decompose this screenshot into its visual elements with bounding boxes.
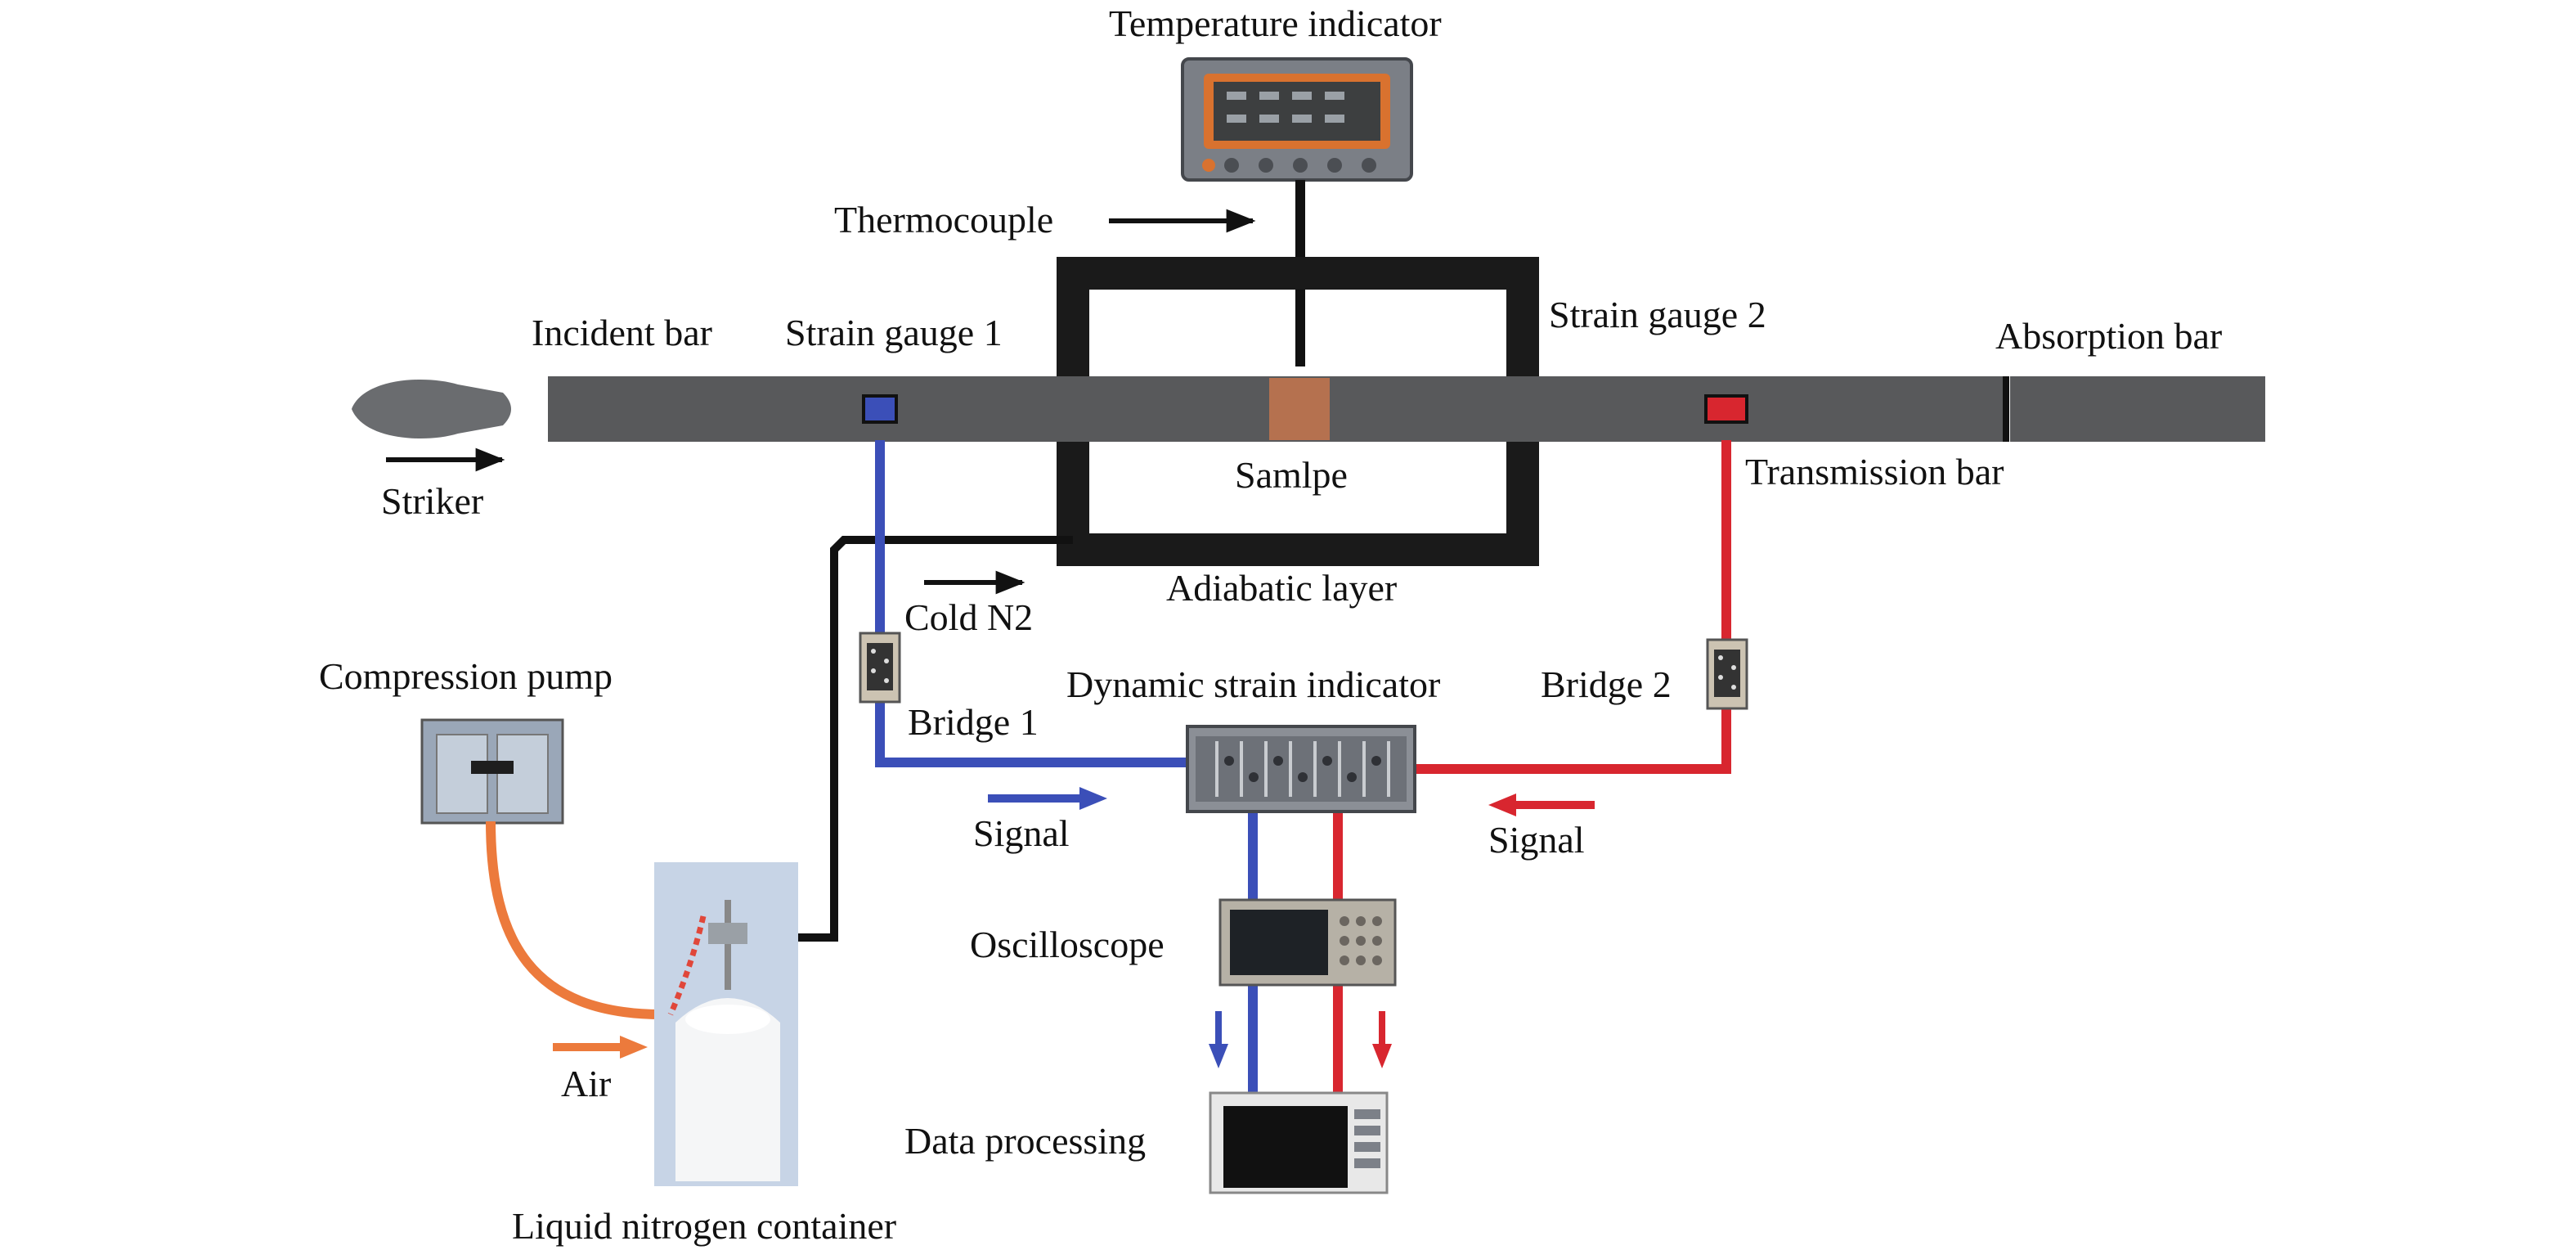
signal-left-arrow <box>988 787 1107 810</box>
bridge-2-device <box>1706 638 1748 710</box>
label-data-processing: Data processing <box>904 1120 1146 1162</box>
label-adiabatic-layer: Adiabatic layer <box>1166 567 1397 609</box>
label-transmission-bar: Transmission bar <box>1745 451 2004 492</box>
label-bridge-2: Bridge 2 <box>1541 663 1672 705</box>
label-liquid-nitrogen-container: Liquid nitrogen container <box>512 1205 896 1247</box>
label-cold-n2: Cold N2 <box>904 596 1033 638</box>
label-dynamic-strain-indicator: Dynamic strain indicator <box>1066 663 1440 705</box>
absorption-bar <box>2010 376 2265 442</box>
red-down-arrow <box>1372 1011 1392 1068</box>
liquid-nitrogen-container-device <box>654 862 798 1186</box>
blue-down-arrow <box>1209 1011 1228 1068</box>
diagram-labels: Temperature indicator Thermocouple Incid… <box>319 2 2222 1247</box>
air-hose <box>486 821 663 1019</box>
air-arrow <box>553 1036 648 1059</box>
flow-arrows <box>386 209 1595 1068</box>
label-striker: Striker <box>381 480 483 522</box>
oscilloscope-device <box>1218 898 1397 987</box>
dynamic-strain-indicator-device <box>1186 725 1416 813</box>
label-air: Air <box>561 1063 611 1104</box>
compression-pump-device <box>420 718 564 825</box>
label-strain-gauge-1: Strain gauge 1 <box>785 312 1003 353</box>
bridge-1-device <box>859 632 901 704</box>
label-strain-gauge-2: Strain gauge 2 <box>1549 294 1766 335</box>
label-oscilloscope: Oscilloscope <box>970 924 1165 965</box>
label-absorption-bar: Absorption bar <box>1995 315 2222 357</box>
data-processing-screen <box>1209 1091 1389 1194</box>
temperature-indicator-device <box>1181 57 1413 182</box>
label-signal-right: Signal <box>1488 819 1585 861</box>
sample-specimen <box>1269 378 1330 440</box>
signal-right-arrow <box>1488 794 1595 816</box>
label-incident-bar: Incident bar <box>532 312 712 353</box>
cold-n2-pipe <box>744 536 1073 942</box>
label-thermocouple: Thermocouple <box>834 199 1053 241</box>
label-temperature-indicator: Temperature indicator <box>1109 2 1442 44</box>
bar-assembly <box>548 376 2265 442</box>
label-compression-pump: Compression pump <box>319 655 613 697</box>
transmission-bar <box>1325 376 2004 442</box>
strain-gauge-2-marker <box>1704 394 1748 424</box>
label-signal-left: Signal <box>973 812 1070 854</box>
label-sample: Samlpe <box>1235 454 1348 496</box>
striker-projectile <box>352 379 511 439</box>
label-bridge-1: Bridge 1 <box>908 701 1039 743</box>
strain-gauge-1-marker <box>862 394 898 424</box>
